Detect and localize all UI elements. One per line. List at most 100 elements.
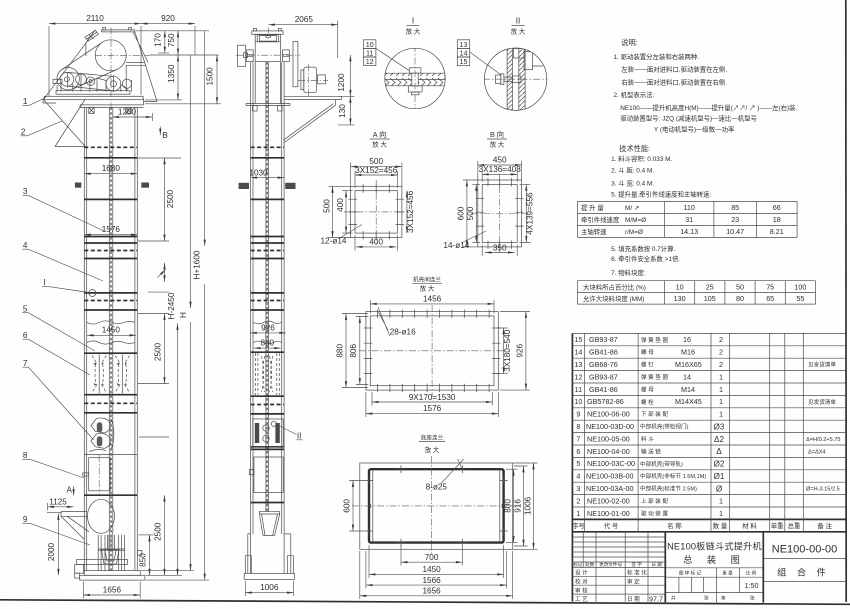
svg-text:Δ=ΔX4: Δ=ΔX4 <box>808 449 826 455</box>
svg-text:中部机壳(标准节 2.5M): 中部机壳(标准节 2.5M) <box>640 485 697 493</box>
svg-text:工 艺: 工 艺 <box>575 596 588 603</box>
svg-text:1456: 1456 <box>423 294 442 303</box>
svg-text:1200: 1200 <box>337 73 346 92</box>
svg-text:800: 800 <box>504 499 513 513</box>
svg-text:3X152=456: 3X152=456 <box>355 166 398 175</box>
svg-text:大块料所占百分比 (%): 大块料所占百分比 (%) <box>583 283 646 292</box>
svg-text:右装——面对进料口,驱动装置在右侧.: 右装——面对进料口,驱动装置在右侧. <box>621 77 727 86</box>
svg-text:15: 15 <box>574 335 582 344</box>
svg-text:H+1600: H+1600 <box>192 250 201 279</box>
svg-text:中部机壳(带检视门): 中部机壳(带检视门) <box>640 423 689 431</box>
svg-text:7: 7 <box>23 359 28 368</box>
svg-text:9: 9 <box>23 515 28 524</box>
svg-text:张: 张 <box>750 594 755 601</box>
svg-text:螺 钉: 螺 钉 <box>641 361 654 369</box>
svg-text:130: 130 <box>338 104 347 118</box>
svg-text:Ø: Ø <box>716 484 723 493</box>
svg-text:放 大: 放 大 <box>420 284 435 293</box>
svg-text:H-2450: H-2450 <box>167 292 176 319</box>
svg-text:螺 栓: 螺 栓 <box>641 398 654 406</box>
svg-text:日 期: 日 期 <box>627 596 640 603</box>
svg-text:中部机壳(带导轨): 中部机壳(带导轨) <box>640 460 683 468</box>
svg-text:II: II <box>297 432 302 441</box>
svg-text:500: 500 <box>369 157 383 166</box>
svg-text:提 升 量: 提 升 量 <box>581 203 604 212</box>
svg-text:单重: 单重 <box>771 521 784 530</box>
svg-text:13: 13 <box>574 360 582 369</box>
svg-text:920: 920 <box>161 14 175 23</box>
svg-text:2065: 2065 <box>295 15 314 24</box>
svg-text:放 大: 放 大 <box>490 140 505 149</box>
svg-text:4: 4 <box>576 472 580 481</box>
svg-text:50: 50 <box>736 283 744 292</box>
svg-text:M/ ↗: M/ ↗ <box>625 205 639 212</box>
svg-text:400: 400 <box>336 198 345 212</box>
svg-text:3X136=408: 3X136=408 <box>479 165 522 174</box>
svg-text:5: 5 <box>576 459 580 468</box>
svg-text:图 样 标 记: 图 样 标 记 <box>679 569 702 576</box>
svg-text:1450: 1450 <box>422 565 441 574</box>
svg-text:NE100-00-00: NE100-00-00 <box>772 544 837 556</box>
svg-text:NE100-05-00: NE100-05-00 <box>587 434 630 443</box>
svg-text:校 对: 校 对 <box>575 577 588 585</box>
svg-text:1006: 1006 <box>524 496 533 515</box>
svg-text:GB41-86: GB41-86 <box>589 385 618 394</box>
svg-text:8.21: 8.21 <box>770 227 784 236</box>
svg-text:14: 14 <box>574 348 582 357</box>
svg-text:左装——面对进料口,驱动装置在左侧.: 左装——面对进料口,驱动装置在左侧. <box>621 65 727 74</box>
svg-text:2500: 2500 <box>153 342 162 361</box>
svg-text:2: 2 <box>576 496 580 505</box>
svg-text:A 向: A 向 <box>373 130 387 139</box>
svg-text:料 斗: 料 斗 <box>641 435 654 443</box>
svg-text:75: 75 <box>766 283 774 292</box>
svg-text:NE100-03B-00: NE100-03B-00 <box>586 472 634 481</box>
svg-text:8-ø25: 8-ø25 <box>426 483 448 492</box>
svg-text:12-ø14: 12-ø14 <box>321 237 347 246</box>
svg-text:r/M=Ø: r/M=Ø <box>625 229 643 236</box>
svg-text:450: 450 <box>493 156 507 165</box>
svg-text:2000: 2000 <box>47 542 56 561</box>
svg-text:1: 1 <box>576 509 580 518</box>
svg-text:螺 母: 螺 母 <box>641 348 654 356</box>
svg-text:11: 11 <box>575 385 582 394</box>
svg-text:14-ø14: 14-ø14 <box>443 241 469 250</box>
svg-text:放 大: 放 大 <box>372 140 387 149</box>
svg-text:1500: 1500 <box>206 67 215 86</box>
svg-text:14: 14 <box>683 372 691 381</box>
svg-text:M16: M16 <box>681 348 695 357</box>
svg-text:放 大: 放 大 <box>511 27 526 36</box>
svg-text:Δ=H/0.2+5.75: Δ=H/0.2+5.75 <box>806 437 841 443</box>
svg-text:B: B <box>162 131 168 140</box>
svg-text:1680: 1680 <box>102 164 121 173</box>
svg-text:总重: 总重 <box>788 521 801 530</box>
svg-text:M/M=Ø: M/M=Ø <box>625 217 646 224</box>
svg-text:10.47: 10.47 <box>726 227 744 236</box>
svg-text:审 核: 审 核 <box>575 586 588 594</box>
svg-text:1: 1 <box>719 509 723 518</box>
svg-text:7. 物料块度:: 7. 物料块度: <box>611 268 646 277</box>
svg-text:65: 65 <box>766 294 774 303</box>
svg-text:1: 1 <box>23 97 28 106</box>
svg-text:14.13: 14.13 <box>680 227 698 236</box>
svg-text:签 字: 签 字 <box>631 561 642 567</box>
svg-text:1125: 1125 <box>49 497 67 506</box>
svg-text:105: 105 <box>704 294 716 303</box>
svg-text:2. 机型表示法:: 2. 机型表示法: <box>614 90 655 99</box>
svg-text:日 期: 日 期 <box>651 562 662 568</box>
svg-text:11: 11 <box>366 49 373 58</box>
svg-text:926: 926 <box>261 323 275 332</box>
svg-text:标 准 化: 标 准 化 <box>627 569 647 577</box>
svg-text:M16X65: M16X65 <box>675 360 702 369</box>
svg-text:GB5782-86: GB5782-86 <box>587 397 624 406</box>
svg-text:23: 23 <box>731 215 739 224</box>
svg-text:3X152=456: 3X152=456 <box>406 190 415 233</box>
svg-text:2110: 2110 <box>86 14 104 23</box>
svg-text:1450: 1450 <box>102 326 121 335</box>
svg-text:见发货清单: 见发货清单 <box>808 361 836 369</box>
svg-text:底座连兰: 底座连兰 <box>421 434 444 442</box>
svg-text:1576: 1576 <box>102 225 121 234</box>
svg-text:28-ø16: 28-ø16 <box>390 328 416 337</box>
svg-text:共: 共 <box>671 594 676 601</box>
svg-text:1006: 1006 <box>260 583 279 592</box>
svg-text:100: 100 <box>794 283 806 292</box>
